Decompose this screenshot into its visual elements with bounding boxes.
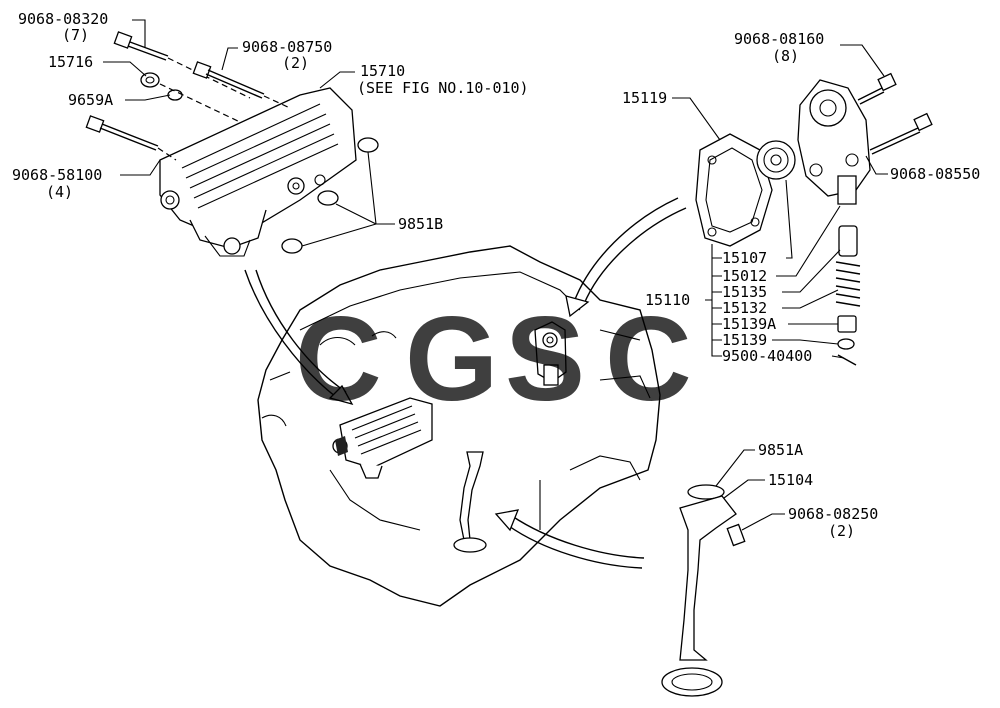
label-bolt-08320-qty: (7)	[62, 26, 89, 44]
oil-strainer	[661, 484, 746, 697]
label-gasket-15119: 15119	[622, 89, 667, 107]
label-bolt-08250-qty: (2)	[828, 522, 855, 540]
label-oring-9851b: 9851B	[398, 215, 443, 233]
watermark-letter-g: G	[405, 292, 498, 426]
label-strainer-15104: 15104	[768, 471, 813, 489]
label-gasket-9659a: 9659A	[68, 91, 113, 109]
label-oring-9851a: 9851A	[758, 441, 803, 459]
watermark-letter-c1: C	[295, 292, 382, 426]
label-pin-9500: 9500-40400	[722, 347, 812, 365]
installed-oil-cooler	[332, 397, 433, 479]
label-pump-15110: 15110	[645, 291, 690, 309]
label-bolt-08250: 9068-08250	[788, 505, 878, 523]
watermark-letter-c2: C	[605, 292, 692, 426]
label-gear-15107: 15107	[722, 249, 767, 267]
label-bolt-08550: 9068-08550	[890, 165, 980, 183]
leader-lines	[103, 19, 888, 531]
pump-bolts	[857, 72, 933, 155]
label-bolt-08750: 9068-08750	[242, 38, 332, 56]
oil-cooler-assembly	[159, 87, 357, 257]
label-spring-15135: 15135	[722, 283, 767, 301]
label-bolt-08160: 9068-08160	[734, 30, 824, 48]
cooler-bolts	[85, 31, 291, 161]
flow-arrows	[244, 197, 687, 569]
label-bolt-58100: 9068-58100	[12, 166, 102, 184]
oil-pump-body	[797, 79, 871, 205]
label-bolt-08160-qty: (8)	[772, 47, 799, 65]
watermark-letter-s: S	[505, 292, 585, 426]
label-bolt-58100-qty: (4)	[46, 183, 73, 201]
installed-strainer	[453, 451, 487, 553]
label-bolt-08320: 9068-08320	[18, 10, 108, 28]
relief-valve-parts	[835, 225, 861, 366]
label-plunger-15012: 15012	[722, 267, 767, 285]
pump-drive-gear	[756, 140, 796, 180]
engine-block-outline	[257, 245, 661, 607]
installed-oil-pump	[534, 321, 567, 386]
watermark-cgsc: C G S C	[295, 292, 692, 426]
callout-labels: 9068-08320 (7) 9068-08750 (2) 15716 9659…	[12, 10, 980, 540]
label-part-15139a: 15139A	[722, 315, 776, 333]
label-retainer-15132: 15132	[722, 299, 767, 317]
oil-pump-gasket	[695, 133, 773, 247]
label-plug-15716: 15716	[48, 53, 93, 71]
label-bolt-08750-qty: (2)	[282, 54, 309, 72]
label-cooler-ref: (SEE FIG NO.10-010)	[357, 79, 529, 97]
label-part-15139: 15139	[722, 331, 767, 349]
label-cooler-15710: 15710	[360, 62, 405, 80]
